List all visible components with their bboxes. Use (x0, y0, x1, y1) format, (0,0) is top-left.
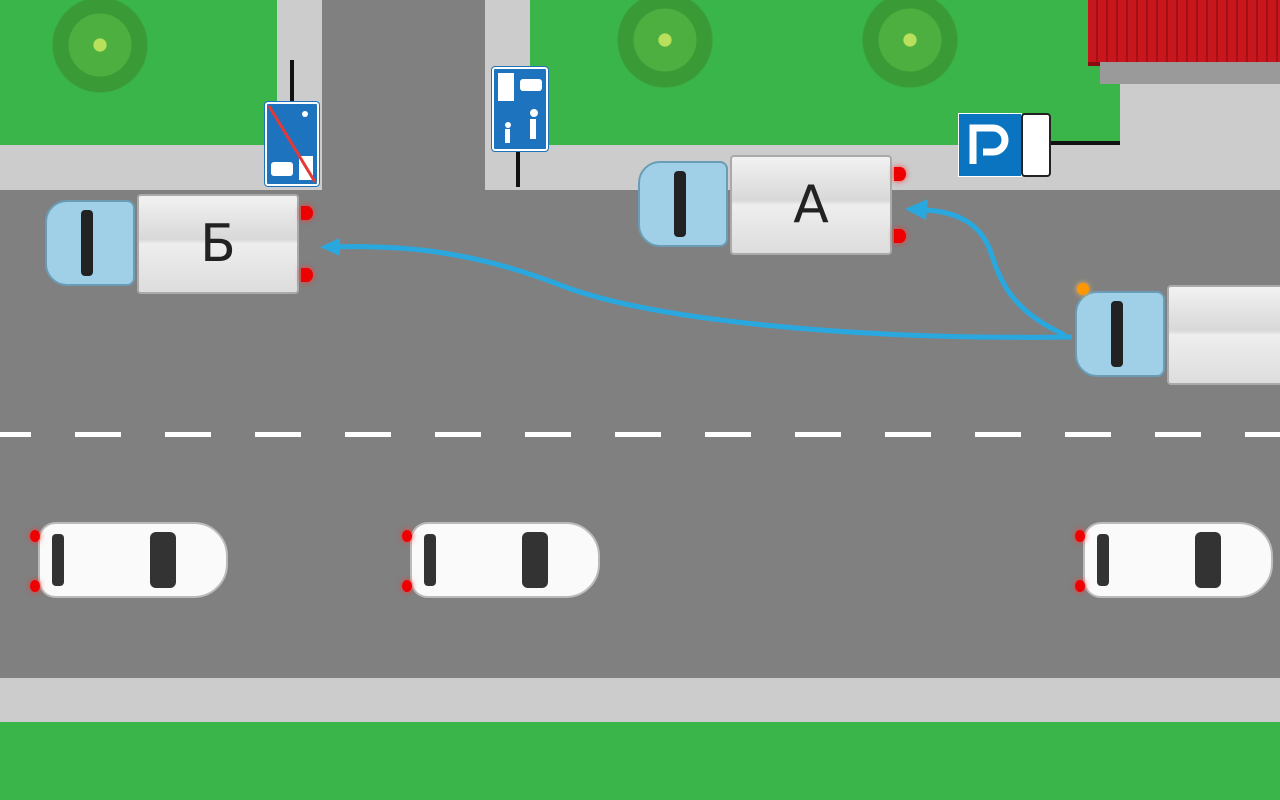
tree-icon (855, 0, 965, 95)
truck-cab (1075, 291, 1165, 377)
lane-dash (1155, 432, 1201, 437)
building-wall (1100, 62, 1280, 84)
lane-dash (345, 432, 391, 437)
lane-dash (75, 432, 121, 437)
sign-pole (1050, 141, 1120, 145)
lane-dash (615, 432, 661, 437)
residential-zone-sign (491, 66, 549, 152)
tree-icon (45, 0, 155, 100)
tail-light (894, 167, 906, 181)
side-road (322, 0, 485, 195)
lane-dash (705, 432, 751, 437)
truck-body (1167, 285, 1280, 385)
building-yard (1120, 80, 1280, 190)
lane-dash (165, 432, 211, 437)
tree-icon (610, 0, 720, 95)
path-to-a (924, 207, 1067, 338)
lane-dash (0, 432, 31, 437)
arrow-head-b (320, 238, 340, 256)
truck-a-label: А (793, 175, 829, 235)
arrow-head-a (905, 199, 928, 220)
lane-dash (795, 432, 841, 437)
lane-dash (975, 432, 1021, 437)
lane-dash (1245, 432, 1280, 437)
sign-pole (290, 60, 294, 105)
lane-dash (255, 432, 301, 437)
truck-b-body: Б (137, 194, 299, 294)
end-of-residential-zone-sign (264, 101, 320, 187)
truck-cab (45, 200, 135, 286)
lane-dash (885, 432, 931, 437)
tail-light (301, 268, 313, 282)
tail-light (894, 229, 906, 243)
parked-car (402, 522, 600, 598)
truck-a-body: А (730, 155, 892, 255)
tail-light (301, 206, 313, 220)
lane-dash (435, 432, 481, 437)
sidewalk-bottom (0, 678, 1280, 722)
parked-car (1075, 522, 1273, 598)
turn-signal-icon (1077, 283, 1089, 295)
lane-dash (525, 432, 571, 437)
parking-plate-icon (1021, 113, 1051, 177)
truck-cab (638, 161, 728, 247)
truck-b-label: Б (200, 214, 236, 274)
lane-dash (1065, 432, 1111, 437)
sign-pole (516, 145, 520, 187)
parked-car (30, 522, 228, 598)
path-to-b (329, 244, 1073, 340)
